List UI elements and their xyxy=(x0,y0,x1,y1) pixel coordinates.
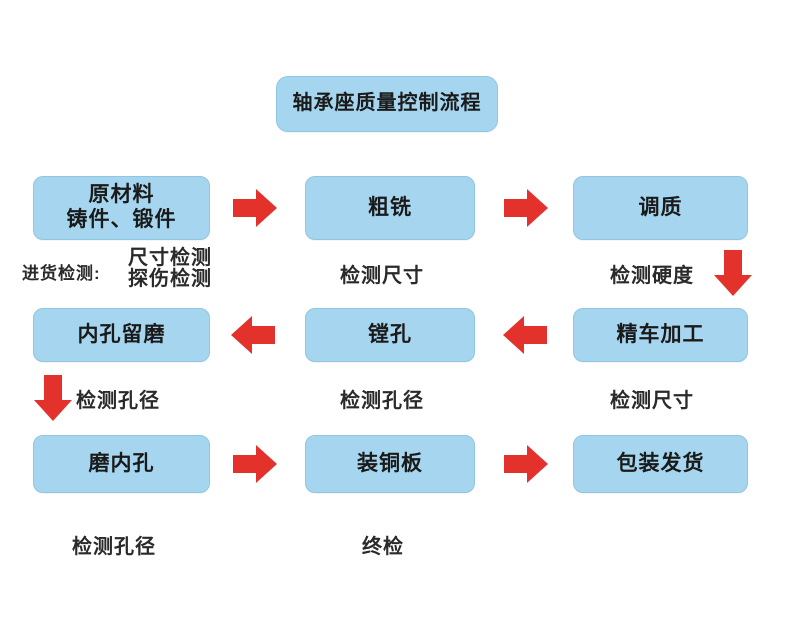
arrow-head xyxy=(503,316,524,354)
caption-check-dimension-2: 检测尺寸 xyxy=(610,390,694,412)
arrow-head xyxy=(231,316,252,354)
caption-check-bore-1: 检测孔径 xyxy=(76,390,160,412)
node-bore-reserve-grind[interactable]: 内孔留磨 xyxy=(33,308,210,362)
arrow-shaft xyxy=(504,455,528,473)
arrow-right-icon-rough-to-quench xyxy=(504,189,548,227)
arrow-shaft xyxy=(233,455,257,473)
diagram-title-text: 轴承座质量控制流程 xyxy=(292,92,482,115)
node-boring[interactable]: 镗孔 xyxy=(305,308,475,362)
caption-check-hardness: 检测硬度 xyxy=(610,265,694,287)
arrow-right-icon-raw-to-rough xyxy=(233,189,277,227)
arrow-head xyxy=(256,445,277,483)
node-mount-copper-plate-label: 装铜板 xyxy=(357,451,423,475)
node-packing-shipping[interactable]: 包装发货 xyxy=(573,435,748,493)
node-packing-shipping-label: 包装发货 xyxy=(616,451,705,475)
node-boring-label: 镗孔 xyxy=(368,322,412,346)
node-rough-milling[interactable]: 粗铣 xyxy=(305,176,475,240)
arrow-head xyxy=(256,189,277,227)
node-grind-inner-hole[interactable]: 磨内孔 xyxy=(33,435,210,493)
node-bore-reserve-grind-label: 内孔留磨 xyxy=(77,322,166,346)
arrow-right-icon-grind-to-copper-plate xyxy=(233,445,277,483)
arrow-shaft xyxy=(724,250,742,276)
node-quench-temper-label: 调质 xyxy=(638,195,683,219)
arrow-head xyxy=(34,400,72,421)
caption-incoming-checks: 尺寸检测 探伤检测 xyxy=(128,247,212,290)
arrow-left-icon-boring-to-reserve-grind xyxy=(231,316,275,354)
caption-check-bore-3: 检测孔径 xyxy=(72,536,156,558)
arrow-shaft xyxy=(233,199,257,217)
arrow-shaft xyxy=(504,199,528,217)
node-raw-material-label: 原材料 铸件、锻件 xyxy=(66,183,177,231)
node-finish-turning-label: 精车加工 xyxy=(616,322,705,346)
node-mount-copper-plate[interactable]: 装铜板 xyxy=(305,435,475,493)
caption-incoming-prefix: 进货检测: xyxy=(22,264,101,283)
arrow-shaft xyxy=(44,375,62,401)
diagram-title-box: 轴承座质量控制流程 xyxy=(276,76,498,132)
node-raw-material[interactable]: 原材料 铸件、锻件 xyxy=(33,176,210,240)
arrow-shaft xyxy=(523,326,547,344)
node-grind-inner-hole-label: 磨内孔 xyxy=(88,451,155,475)
arrow-left-icon-finish-turning-to-boring xyxy=(503,316,547,354)
node-finish-turning[interactable]: 精车加工 xyxy=(573,308,748,362)
caption-check-bore-2: 检测孔径 xyxy=(340,390,424,412)
arrow-head xyxy=(527,445,548,483)
caption-final-inspection: 终检 xyxy=(362,536,404,558)
arrow-down-icon-reserve-grind-to-grind-inner xyxy=(34,375,72,421)
arrow-head xyxy=(527,189,548,227)
node-quench-temper[interactable]: 调质 xyxy=(573,176,748,240)
arrow-shaft xyxy=(251,326,275,344)
arrow-right-icon-copper-plate-to-packing xyxy=(504,445,548,483)
node-rough-milling-label: 粗铣 xyxy=(368,195,412,219)
caption-check-dimension-1: 检测尺寸 xyxy=(340,265,424,287)
arrow-head xyxy=(714,275,752,296)
arrow-down-icon-quench-to-finish-turning xyxy=(714,250,752,296)
